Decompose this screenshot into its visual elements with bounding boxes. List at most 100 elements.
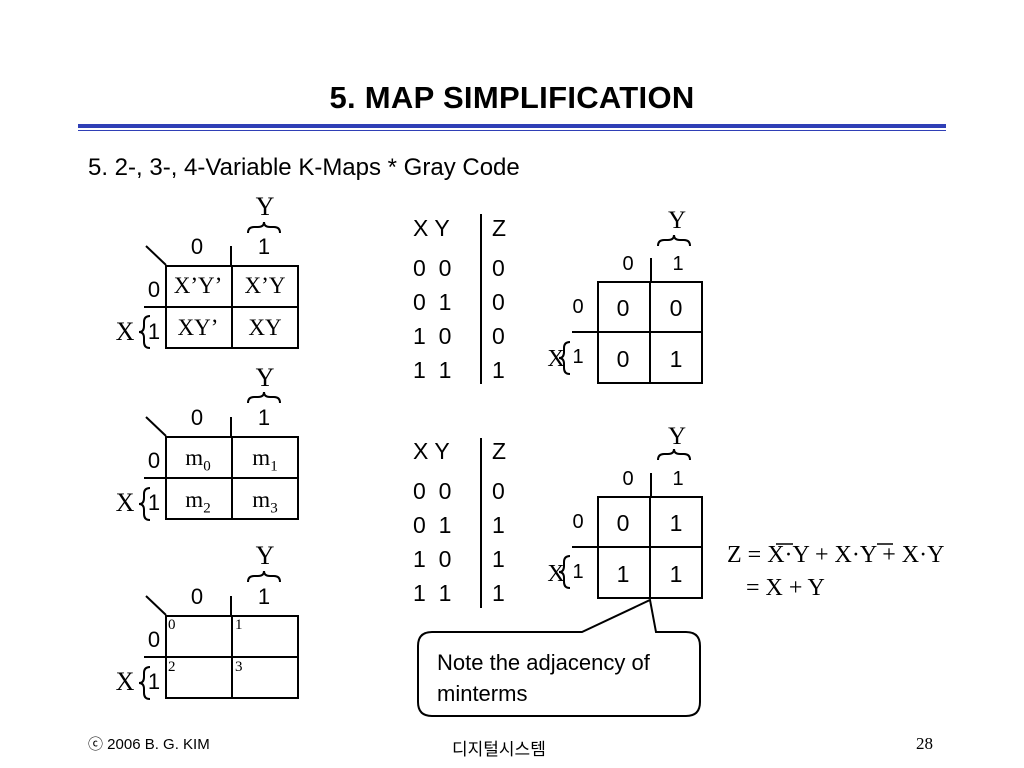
- row-xy: 1 0: [413, 323, 452, 349]
- cell-3: 1: [669, 561, 683, 587]
- grid-divider: [165, 477, 299, 479]
- title-divider: [78, 124, 946, 128]
- row-xy: 1 1: [413, 580, 452, 606]
- row-header-1: 1: [147, 669, 161, 694]
- row-xy: 0 1: [413, 289, 452, 315]
- minterm-base: m: [252, 487, 271, 512]
- y-label: Y: [255, 363, 275, 392]
- cell-index-1: 1: [235, 617, 243, 633]
- footer-copyright: ⓒ 2006 B. G. KIM: [88, 736, 210, 753]
- title-divider-thin: [78, 130, 946, 131]
- page-number: 28: [916, 734, 933, 753]
- cell-2: 1: [616, 561, 630, 587]
- col-header-1: 1: [257, 584, 271, 609]
- cell-1: 1: [669, 510, 683, 536]
- y-label: Y: [667, 207, 687, 234]
- row-z: 0: [492, 478, 505, 504]
- row-z: 1: [492, 546, 505, 572]
- section-subtitle: 5. 2-, 3-, 4-Variable K-Maps * Gray Code: [88, 154, 520, 181]
- cell-m0: m0: [166, 445, 230, 476]
- row-header-0: 0: [572, 511, 584, 533]
- grid-divider: [165, 656, 299, 658]
- minterm-index: 1: [270, 458, 278, 475]
- header-xy: X Y: [413, 215, 450, 241]
- row-header-0: 0: [147, 277, 161, 302]
- row-z: 0: [492, 289, 505, 315]
- header-z: Z: [492, 438, 507, 464]
- x-label: X: [115, 667, 135, 696]
- minterm-index: 0: [203, 458, 211, 475]
- row-header-1: 1: [147, 319, 161, 344]
- cell-index-0: 0: [168, 617, 176, 633]
- x-label: X: [115, 488, 135, 517]
- col-header-0: 0: [190, 584, 204, 609]
- footer-course: 디지털시스템: [452, 740, 546, 759]
- col-header-0: 0: [622, 468, 634, 490]
- x-label: X: [547, 561, 565, 587]
- equation-line-2: = X + Y: [746, 575, 825, 601]
- cell-m3: m3: [232, 487, 298, 518]
- cell-0: 0: [616, 510, 630, 536]
- y-label: Y: [667, 423, 687, 450]
- cell-0: X’Y’: [173, 273, 223, 298]
- col-header-0: 0: [190, 234, 204, 259]
- header-xy: X Y: [413, 438, 450, 464]
- minterm-base: m: [185, 487, 204, 512]
- cell-2: XY’: [177, 315, 219, 340]
- minterm-base: m: [185, 445, 204, 470]
- page-title: 5. MAP SIMPLIFICATION: [329, 80, 695, 115]
- row-xy: 0 0: [413, 478, 452, 504]
- x-label: X: [547, 346, 565, 372]
- row-header-0: 0: [572, 296, 584, 318]
- cell-1: 0: [669, 295, 683, 321]
- cell-index-3: 3: [235, 659, 243, 675]
- column-xy: X Y 0 0 0 1 1 0 1 1: [413, 211, 451, 387]
- row-z: 0: [492, 255, 505, 281]
- minterm-index: 2: [203, 500, 211, 517]
- cell-index-2: 2: [168, 659, 176, 675]
- col-header-1: 1: [672, 253, 684, 275]
- col-header-1: 1: [257, 405, 271, 430]
- col-header-0: 0: [622, 253, 634, 275]
- row-xy: 0 1: [413, 512, 452, 538]
- row-header-1: 1: [147, 490, 161, 515]
- grid-divider: [597, 546, 703, 548]
- col-header-1: 1: [257, 234, 271, 259]
- grid-divider: [165, 306, 299, 308]
- table-divider: [480, 438, 482, 608]
- row-xy: 1 0: [413, 546, 452, 572]
- cell-1: X’Y: [244, 273, 286, 298]
- callout-text: Note the adjacency of minterms: [437, 650, 650, 706]
- header-z: Z: [492, 215, 507, 241]
- x-label: X: [115, 317, 135, 346]
- row-z: 1: [492, 512, 505, 538]
- row-z: 1: [492, 580, 505, 606]
- row-z: 1: [492, 357, 505, 383]
- row-xy: 0 0: [413, 255, 452, 281]
- row-xy: 1 1: [413, 357, 452, 383]
- row-header-1: 1: [572, 561, 584, 583]
- minterm-index: 3: [270, 500, 278, 517]
- row-header-0: 0: [147, 627, 161, 652]
- y-label: Y: [255, 192, 275, 221]
- cell-3: 1: [669, 346, 683, 372]
- cell-m1: m1: [232, 445, 298, 476]
- column-z: Z 0 0 0 1: [492, 211, 506, 387]
- minterm-base: m: [252, 445, 271, 470]
- equation-line-1: Z = X·Y + X·Y + X·Y: [727, 542, 945, 568]
- table-divider: [480, 214, 482, 384]
- cell-2: 0: [616, 346, 630, 372]
- col-header-0: 0: [190, 405, 204, 430]
- col-header-1: 1: [672, 468, 684, 490]
- column-xy: X Y 0 0 0 1 1 0 1 1: [413, 434, 451, 610]
- cell-3: XY: [248, 315, 282, 340]
- y-label: Y: [255, 541, 275, 570]
- row-header-1: 1: [572, 346, 584, 368]
